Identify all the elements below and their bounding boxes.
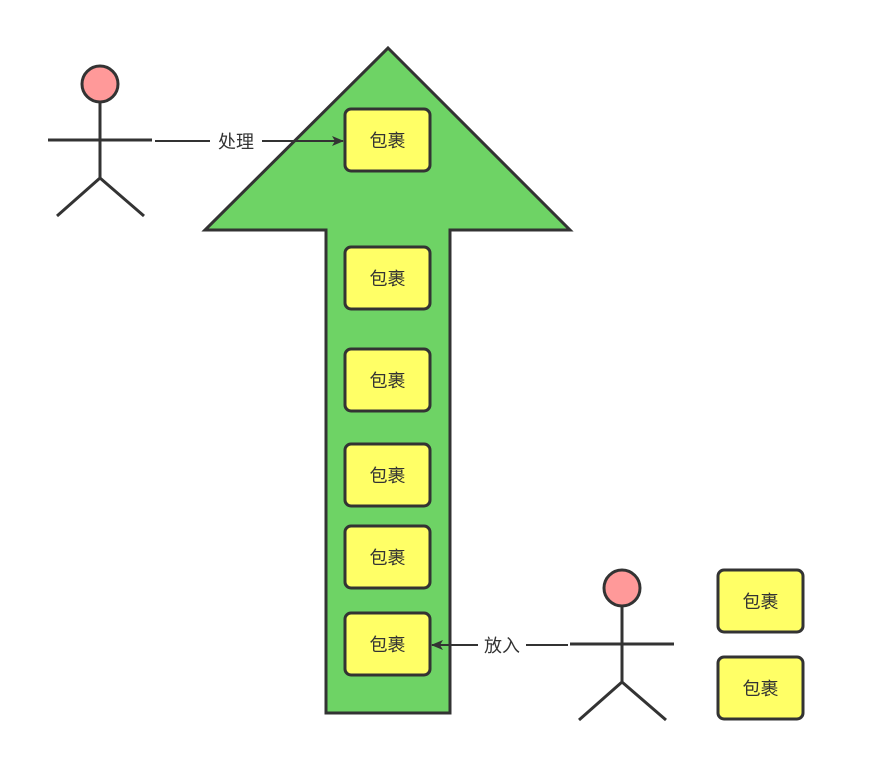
package-label: 包裹 (370, 371, 406, 392)
consumer-head (80, 64, 120, 104)
producer-head (602, 568, 642, 608)
package-label: 包裹 (743, 592, 779, 613)
package-label: 包裹 (743, 679, 779, 700)
package-box: 包裹 (343, 107, 432, 173)
package-box: 包裹 (343, 524, 432, 590)
package-label: 包裹 (370, 548, 406, 569)
put-edge: 放入 (431, 636, 568, 657)
waiting-package-box: 包裹 (716, 568, 805, 634)
package-label: 包裹 (370, 131, 406, 152)
package-box: 包裹 (343, 245, 432, 311)
process-label: 处理 (218, 132, 254, 153)
producer-figure (570, 568, 674, 722)
process-edge: 处理 (155, 132, 344, 153)
package-label: 包裹 (370, 269, 406, 290)
package-box: 包裹 (343, 347, 432, 413)
put-label: 放入 (484, 636, 520, 657)
waiting-package-box: 包裹 (716, 655, 805, 721)
package-label: 包裹 (370, 635, 406, 656)
package-label: 包裹 (370, 466, 406, 487)
consumer-figure (48, 64, 152, 218)
package-box: 包裹 (343, 442, 432, 508)
package-box: 包裹 (343, 611, 432, 677)
